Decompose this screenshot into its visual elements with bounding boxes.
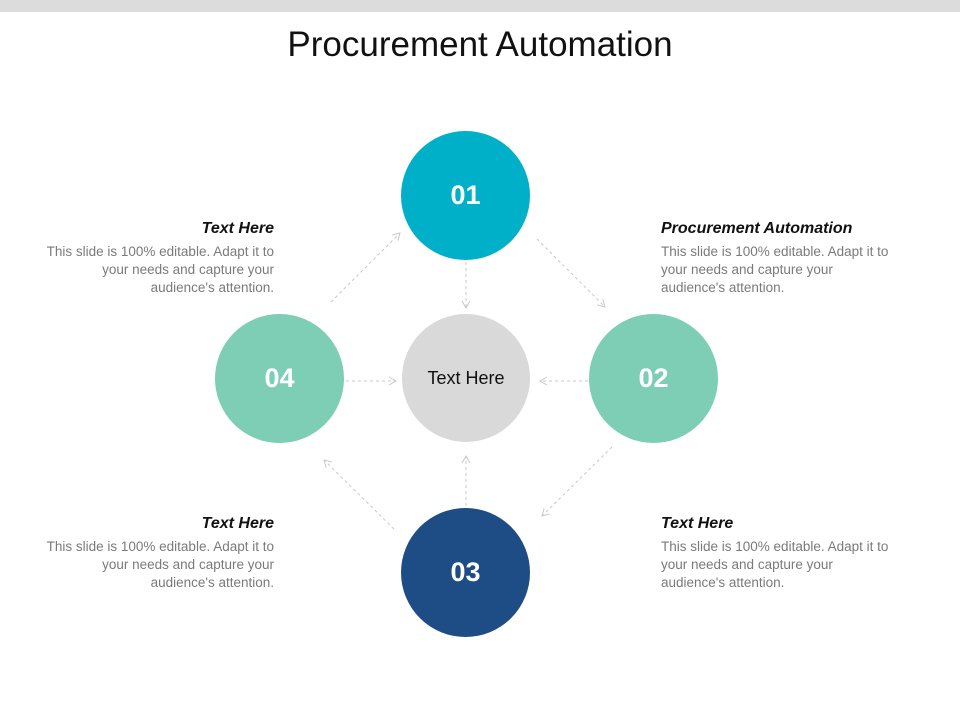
text-block-body: This slide is 100% editable. Adapt it to… (46, 539, 274, 590)
slide-title: Procurement Automation (287, 25, 673, 64)
step-number-03: 03 (450, 557, 481, 587)
arrow-04-to-01 (330, 232, 401, 303)
top-bar (0, 0, 960, 12)
text-block-body: This slide is 100% editable. Adapt it to… (661, 539, 889, 590)
text-block-heading: Text Here (201, 220, 274, 237)
text-block-bottom-right: Text Here This slide is 100% editable. A… (661, 514, 891, 592)
step-circle-04: 04 (215, 314, 344, 443)
arrow-01-to-02 (536, 238, 606, 308)
text-block-heading: Text Here (661, 515, 734, 532)
text-block-top-right: Procurement Automation This slide is 100… (661, 219, 891, 297)
text-block-bottom-left: Text Here This slide is 100% editable. A… (44, 514, 274, 592)
text-block-top-left: Text Here This slide is 100% editable. A… (44, 219, 274, 297)
text-block-heading: Text Here (201, 515, 274, 532)
text-block-body: This slide is 100% editable. Adapt it to… (46, 244, 274, 295)
arrow-03-to-04 (323, 459, 395, 530)
center-circle: Text Here (402, 314, 530, 442)
center-label: Text Here (427, 367, 505, 388)
step-number-01: 01 (450, 180, 481, 210)
step-number-04: 04 (264, 363, 295, 393)
text-block-body: This slide is 100% editable. Adapt it to… (661, 244, 889, 295)
text-block-heading: Procurement Automation (661, 220, 853, 237)
step-circle-01: 01 (401, 131, 530, 260)
step-number-02: 02 (638, 363, 669, 393)
arrow-02-to-03 (541, 446, 613, 517)
step-circle-02: 02 (589, 314, 718, 443)
step-circle-03: 03 (401, 508, 530, 637)
